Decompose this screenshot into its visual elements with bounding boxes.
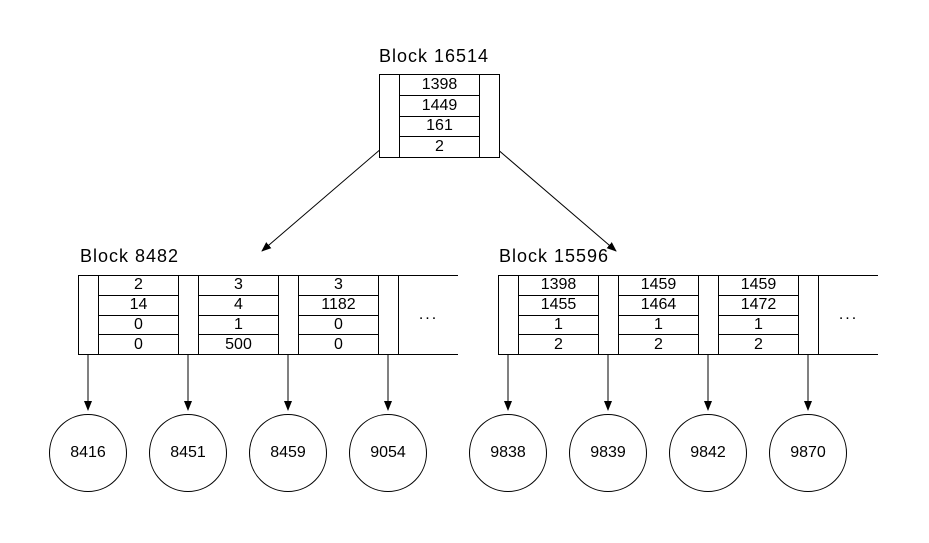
entry-value-cell: 0 (99, 316, 178, 336)
leaf-node: 9870 (769, 414, 847, 492)
arrow-root-to-right-block (488, 141, 617, 252)
right-block-ellipsis: ... (838, 306, 859, 323)
entry-value-cell: 14 (99, 296, 178, 316)
leaf-node: 9054 (349, 414, 427, 492)
left-block-pointer-cell-2 (179, 276, 199, 354)
right-block-entry-1: 1398 1455 1 2 (519, 276, 599, 354)
root-block: 1398 1449 161 2 (379, 74, 500, 158)
arrow-root-to-left-block (261, 141, 390, 252)
entry-value-cell: 0 (334, 335, 343, 353)
entry-value-cell: 0 (299, 316, 378, 336)
root-pointer-cell-right (479, 75, 499, 157)
leaf-node: 8459 (249, 414, 327, 492)
entry-value-cell: 1464 (619, 296, 698, 316)
right-block-entry-2: 1459 1464 1 2 (619, 276, 699, 354)
entry-value-cell: 2 (99, 276, 178, 296)
entry-value-cell: 1 (619, 316, 698, 336)
entry-value-cell: 1459 (719, 276, 798, 296)
left-block-ellipsis: ... (418, 306, 439, 323)
entry-value-cell: 1455 (519, 296, 598, 316)
entry-value-cell: 4 (199, 296, 278, 316)
entry-value-cell: 1 (719, 316, 798, 336)
left-block-pointer-cell-3 (279, 276, 299, 354)
leaf-node: 9842 (669, 414, 747, 492)
entry-value-cell: 500 (225, 335, 252, 353)
leaf-node: 8416 (49, 414, 127, 492)
entry-value-cell: 2 (654, 335, 663, 353)
root-pointer-cell-left (380, 75, 400, 157)
leaf-node: 9839 (569, 414, 647, 492)
root-value-cell: 2 (435, 138, 444, 156)
entry-value-cell: 2 (754, 335, 763, 353)
entry-value-cell: 2 (554, 335, 563, 353)
left-block-entry-1: 2 14 0 0 (99, 276, 179, 354)
leaf-node: 9838 (469, 414, 547, 492)
left-block: 2 14 0 0 3 4 1 500 3 1182 0 0 ... (78, 275, 458, 355)
right-block-title: Block 15596 (499, 246, 610, 266)
root-value-cell: 161 (400, 117, 479, 138)
entry-value-cell: 1 (519, 316, 598, 336)
left-block-pointer-cell-1 (79, 276, 99, 354)
entry-value-cell: 1182 (299, 296, 378, 316)
left-block-title: Block 8482 (80, 246, 180, 266)
right-block-pointer-cell-3 (699, 276, 719, 354)
right-block-pointer-cell-4 (799, 276, 819, 354)
entry-value-cell: 1459 (619, 276, 698, 296)
left-block-pointer-cell-4 (379, 276, 399, 354)
right-block-pointer-cell-1 (499, 276, 519, 354)
root-value-column: 1398 1449 161 2 (400, 75, 479, 157)
root-block-title: Block 16514 (379, 46, 490, 66)
left-block-entry-2: 3 4 1 500 (199, 276, 279, 354)
entry-value-cell: 0 (134, 335, 143, 353)
leaf-node: 8451 (149, 414, 227, 492)
right-block-pointer-cell-2 (599, 276, 619, 354)
entry-value-cell: 3 (199, 276, 278, 296)
root-value-cell: 1449 (400, 96, 479, 117)
left-block-entry-3: 3 1182 0 0 (299, 276, 379, 354)
root-value-cell: 1398 (400, 75, 479, 96)
entry-value-cell: 1 (199, 316, 278, 336)
entry-value-cell: 1472 (719, 296, 798, 316)
entry-value-cell: 1398 (519, 276, 598, 296)
right-block: 1398 1455 1 2 1459 1464 1 2 1459 1472 1 … (498, 275, 878, 355)
entry-value-cell: 3 (299, 276, 378, 296)
right-block-entry-3: 1459 1472 1 2 (719, 276, 799, 354)
